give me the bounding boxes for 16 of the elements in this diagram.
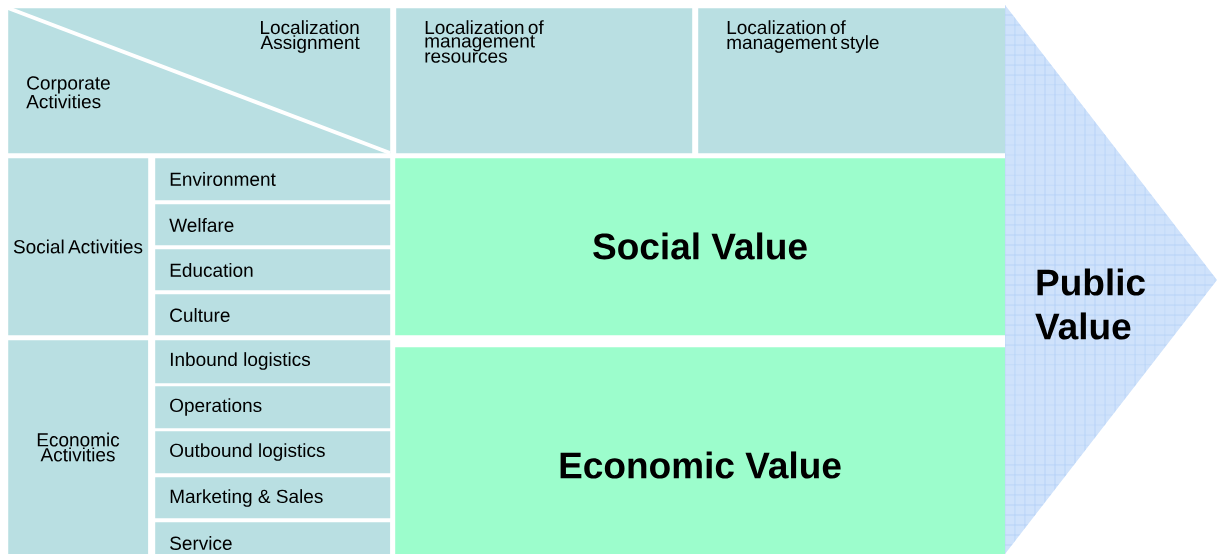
corner-header-cell: Localization Assignment Corporate Activities <box>7 6 391 155</box>
activity-cell: Environment <box>155 158 391 201</box>
activity-cell: Outbound logistics <box>155 431 391 474</box>
column-header-cell: Localization of management resources <box>396 8 693 154</box>
group-label-cell: Economic Activities <box>8 340 149 554</box>
activity-cell: Inbound logistics <box>155 340 391 384</box>
activity-cell: Service <box>155 522 391 554</box>
activity-cell: Operations <box>155 386 391 429</box>
activity-cell: Education <box>155 249 391 291</box>
value-band: Economic Value <box>395 347 1006 554</box>
activity-cell: Welfare <box>155 204 391 246</box>
activity-cell: Culture <box>155 294 391 336</box>
column-header-cell: Localization of management style <box>698 8 1006 154</box>
group-label-cell: Social Activities <box>8 158 149 336</box>
activity-cell: Marketing & Sales <box>155 477 391 519</box>
value-band: Social Value <box>395 158 1006 336</box>
